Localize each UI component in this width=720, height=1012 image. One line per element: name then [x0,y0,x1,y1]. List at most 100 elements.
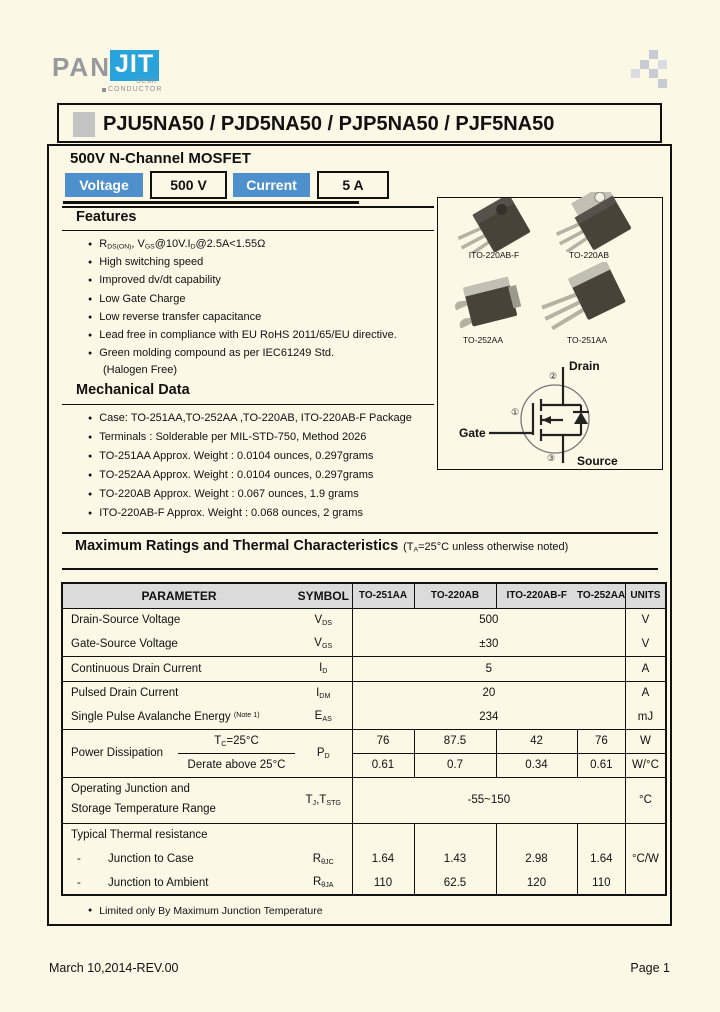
feature-text: Green molding compound as per IEC61249 S… [99,347,335,359]
ratings-note: (TA=25°C unless otherwise noted) [403,541,569,554]
header-to251aa: TO-251AA [352,583,415,609]
badges-underline [63,201,359,204]
bullet-icon: ● [88,259,93,266]
package-label-ito220abf: ITO-220AB-F [468,250,520,260]
unit-cell: V [641,614,650,627]
pixel-square-icon [649,69,658,78]
pixel-square-icon [658,60,667,69]
table-row: - Junction to Ambient RθJA 110 62.5 120 … [62,871,666,895]
param-text: Junction to Case [108,853,194,865]
footnote-text: Limited only By Maximum Junction Tempera… [99,905,323,917]
mechanical-text: Terminals : Solderable per MIL-STD-750, … [99,431,367,443]
feature-text: Lead free in compliance with EU RoHS 201… [99,329,397,341]
title-accent-square [73,112,95,137]
bullet-icon: ● [88,907,93,914]
part-number-title: PJU5NA50 / PJD5NA50 / PJP5NA50 / PJF5NA5… [103,113,555,135]
voltage-value-box: 500 V [150,171,227,199]
value-cell: 42 [496,729,578,754]
value-cell: 76 [577,729,627,754]
value-cell: 87.5 [414,729,497,754]
param-cell: Single Pulse Avalanche Energy (Note 1) [62,705,295,730]
value-cell: 0.34 [496,753,578,778]
feature-item: ● RDS(ON), VGS@10V.ID@2.5A<1.55Ω [88,238,265,251]
unit-cell: mJ [625,705,666,730]
feature-text: RDS(ON), VGS@10V.ID@2.5A<1.55Ω [99,238,266,251]
table-row: Pulsed Drain Current IDM 20 A [62,681,666,705]
bullet-icon: ● [88,296,93,303]
package-label-to220ab: TO-220AB [568,250,609,260]
ratings-heading: Maximum Ratings and Thermal Characterist… [75,538,399,554]
header-units: UNITS [625,583,666,609]
value-cell: 20 [352,681,627,705]
unit-cell: W/°C [625,753,666,778]
symbol-cell: RθJC [295,847,353,871]
voltage-badge: Voltage [65,173,143,197]
symbol-cell: TJ,TSTG [295,777,353,824]
mechanical-text: TO-251AA Approx. Weight : 0.0104 ounces,… [99,450,374,462]
param-line: Operating Junction and [71,783,190,796]
pin1-marker: ① [511,407,519,417]
bullet-icon: ● [88,241,93,248]
param-cell: Power Dissipation [62,729,178,778]
unit-cell: °C/W [631,852,659,865]
unit-cell: A [625,656,666,682]
table-row: - Junction to Case RθJC 1.64 1.43 2.98 1… [62,847,666,871]
dash: - [77,853,81,865]
device-subtitle: 500V N-Channel MOSFET [70,150,251,167]
drain-label: Drain [569,359,600,373]
param-sub-cell: TC=25°C [178,729,295,754]
ratings-bottom-rule [62,568,658,570]
param-cell: - Junction to Ambient [62,871,295,895]
logo-conductor-text: CONDUCTOR [108,86,163,93]
mechanical-text: ITO-220AB-F Approx. Weight : 0.068 ounce… [99,507,363,519]
bullet-icon: ● [88,472,93,479]
ratings-footnote: ● Limited only By Maximum Junction Tempe… [88,905,323,917]
symbol-cell: IDM [295,681,353,705]
feature-text: High switching speed [99,256,204,268]
package-image-to252aa [454,276,522,329]
feature-item: ● Low Gate Charge [88,293,185,305]
logo-jit-text: JIT [110,50,160,81]
footer-page: Page 1 [630,961,670,975]
param-sub-cell: Derate above 25°C [178,753,295,778]
dash: - [77,876,81,889]
feature-text: Low Gate Charge [99,293,186,305]
bullet-icon: ● [88,277,93,284]
features-top-rule [62,206,434,208]
param-cell: Typical Thermal resistance [71,829,208,842]
logo-conductor-row: CONDUCTOR [102,86,162,93]
pin2-marker: ② [549,371,557,381]
mechanical-item: ● ITO-220AB-F Approx. Weight : 0.068 oun… [88,507,363,519]
bullet-icon: ● [88,332,93,339]
features-bottom-rule [62,230,434,231]
feature-item: ● Lead free in compliance with EU RoHS 2… [88,329,397,341]
unit-cell: A [641,687,650,700]
footer-date: March 10,2014-REV.00 [49,961,179,975]
mechanical-text: TO-220AB Approx. Weight : 0.067 ounces, … [99,488,359,500]
value-cell: ±30 [352,632,627,657]
table-row: Operating Junction and Storage Temperatu… [62,777,666,824]
bullet-icon: ● [88,350,93,357]
symbol-cell: VDS [295,608,353,632]
table-row: Derate above 25°C 0.61 0.7 0.34 0.61 W/°… [62,753,666,778]
mechanical-item: ● TO-252AA Approx. Weight : 0.0104 ounce… [88,469,373,481]
pixel-squares-decoration [631,50,671,90]
package-label-to251aa: TO-251AA [566,335,607,345]
value-cell: 2.98 [496,847,578,871]
param-cell: Operating Junction and Storage Temperatu… [62,777,295,824]
unit-cell: W [625,729,666,754]
table-row: Gate-Source Voltage VGS ±30 V [62,632,666,657]
value-cell: 120 [496,871,578,895]
table-row: Typical Thermal resistance °C/W [62,823,666,865]
current-badge: Current [233,173,310,197]
feature-text: (Halogen Free) [103,364,177,376]
mechanical-text: Case: TO-251AA,TO-252AA ,TO-220AB, ITO-2… [99,412,412,424]
symbol-cell: ID [295,656,353,682]
mechanical-item: ● TO-251AA Approx. Weight : 0.0104 ounce… [88,450,373,462]
value-cell: 110 [352,871,415,895]
source-label: Source [577,454,618,467]
value-cell: 76 [352,729,415,754]
table-row: Single Pulse Avalanche Energy (Note 1) E… [62,705,666,730]
package-panel [437,197,663,470]
